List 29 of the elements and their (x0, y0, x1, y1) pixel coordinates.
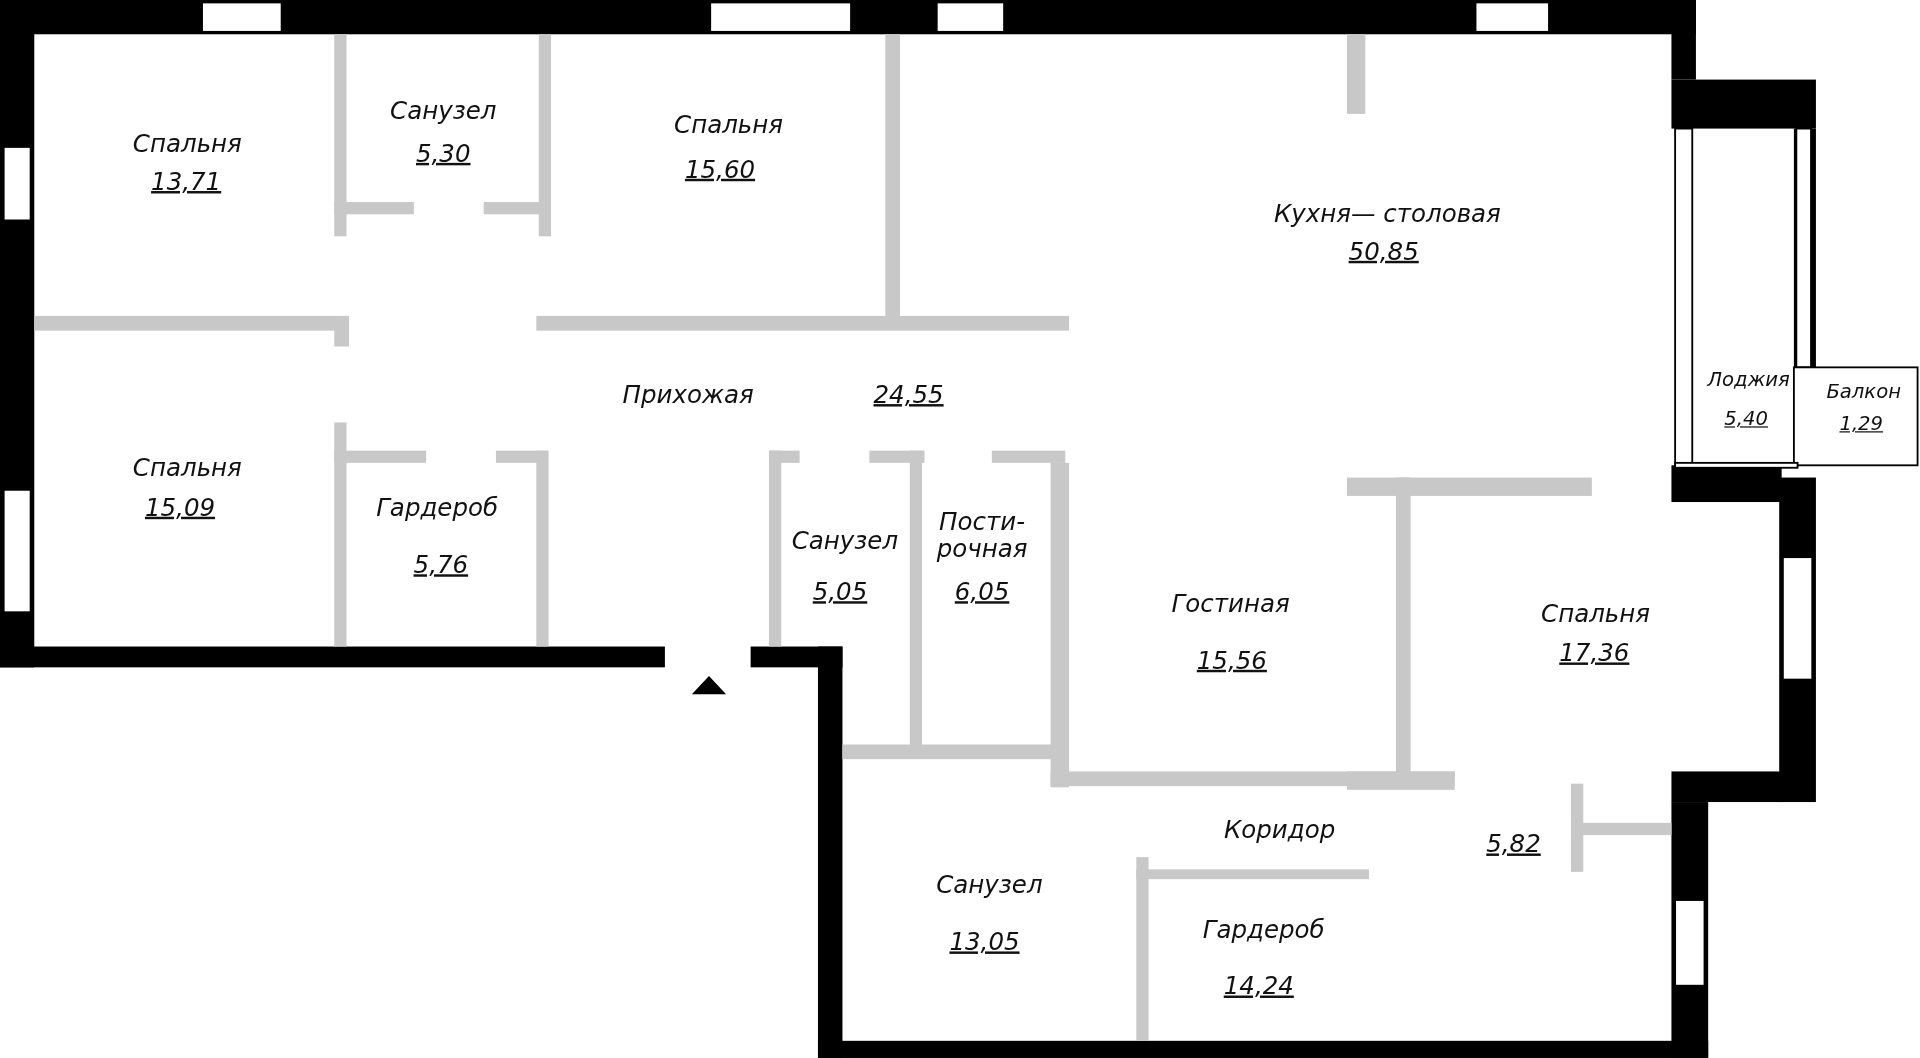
room-name: Санузел (936, 870, 1043, 898)
room-name: Коридор (1223, 815, 1336, 843)
room-name: Спальня (132, 129, 242, 157)
room-name: Гостиная (1171, 590, 1290, 618)
room-area: 14,24 (1223, 972, 1294, 1000)
room-area: 5,30 (416, 139, 471, 167)
room-name: Гардероб (1202, 915, 1325, 943)
room-area: 13,05 (949, 928, 1020, 956)
room-name: Кухня— столовая (1273, 199, 1501, 227)
room-name: Пости- рочная (935, 508, 1029, 563)
room-name: Гардероб (376, 493, 499, 521)
room-area: 50,85 (1348, 237, 1419, 265)
room-area: 15,60 (684, 155, 756, 183)
room-area: 6,05 (954, 577, 1010, 605)
room-area: 24,55 (873, 380, 944, 408)
room-name: Прихожая (622, 380, 754, 408)
room-area: 15,09 (144, 493, 216, 521)
room-name: Санузел (390, 96, 497, 124)
room-name: Спальня (674, 111, 784, 139)
room-area: 5,82 (1486, 830, 1541, 858)
room-name: Спальня (1541, 600, 1650, 627)
room-area: 13,71 (151, 167, 222, 195)
room-area: 5,76 (413, 551, 469, 578)
room-area: 15,56 (1196, 646, 1267, 674)
room-name: Санузел (791, 526, 899, 554)
room-area: 5,40 (1724, 408, 1768, 430)
room-area: 5,05 (812, 577, 868, 605)
room-area: 17,36 (1559, 639, 1630, 667)
room-name: Спальня (132, 454, 242, 482)
